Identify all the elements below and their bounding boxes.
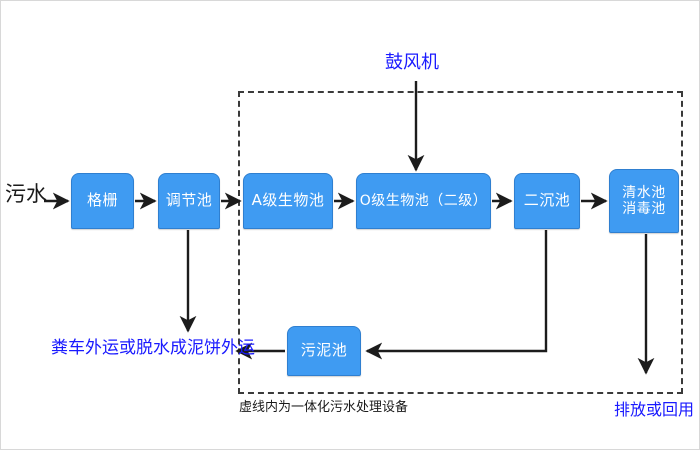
dashed-region-caption: 虚线内为一体化污水处理设备 — [239, 400, 409, 415]
node-a-stage[interactable]: A级生物池 — [243, 173, 333, 229]
connector-clarifier-to-sludge-tank — [365, 230, 548, 360]
inlet-label: 污水 — [5, 182, 47, 206]
node-clarifier[interactable]: 二沉池 — [514, 173, 580, 229]
sludge-disposal-label: 粪车外运或脱水成泥饼外运 — [51, 338, 255, 358]
node-grille[interactable]: 格栅 — [71, 173, 134, 229]
node-sludge-tank[interactable]: 污泥池 — [287, 326, 361, 376]
discharge-label: 排放或回用 — [614, 400, 695, 419]
node-clearwater[interactable]: 清水池 消毒池 — [609, 169, 679, 233]
node-o-stage[interactable]: O级生物池（二级） — [356, 173, 491, 229]
integrated-equipment-boundary — [238, 91, 683, 394]
blower-label: 鼓风机 — [385, 52, 439, 73]
node-equalization[interactable]: 调节池 — [158, 173, 220, 229]
